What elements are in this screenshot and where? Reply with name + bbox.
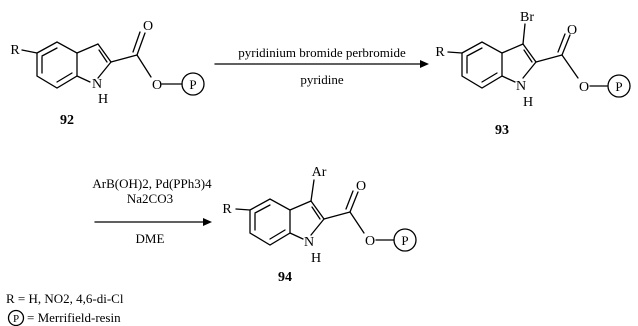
hydrogen-label-92: H	[98, 92, 108, 107]
aryl-label-94: Ar	[312, 165, 327, 180]
legend-p-symbol: P	[13, 313, 19, 325]
carbonyl-oxygen-94: O	[356, 179, 366, 194]
ester-oxygen-92: O	[152, 78, 162, 93]
resin-circle-icon	[607, 74, 631, 98]
compound-number-92: 92	[60, 113, 74, 128]
nitrogen-label-93: N	[516, 79, 526, 94]
carbonyl-oxygen-93: O	[567, 23, 577, 38]
compound-number-93: 93	[495, 123, 509, 138]
ester-oxygen-93: O	[579, 80, 589, 95]
step2-reagent-below: DME	[136, 231, 165, 246]
compound-93: R Br N H O O P 93	[435, 10, 631, 138]
hydrogen-label-94: H	[311, 251, 321, 266]
substituent-r-94: R	[222, 202, 232, 217]
step2-reagent-line2: Na2CO3	[127, 191, 173, 206]
compound-number-94: 94	[278, 270, 292, 285]
reaction-arrow-step2	[94, 218, 212, 226]
legend-r-definition: R = H, NO2, 4,6-di-Cl	[6, 291, 124, 306]
bromo-label-93: Br	[520, 10, 534, 25]
legend-p-definition: = Merrifield-resin	[27, 310, 121, 325]
resin-circle-icon	[181, 72, 205, 96]
resin-label-92: P	[189, 77, 196, 92]
compound-92: R N H O O P 92	[10, 19, 205, 128]
reaction-arrow-step1	[214, 60, 429, 68]
compound-93-bonds	[447, 23, 631, 98]
resin-label-93: P	[615, 79, 622, 94]
step1-reagent-below: pyridine	[300, 72, 344, 87]
substituent-r-93: R	[435, 45, 445, 60]
nitrogen-label-92: N	[92, 77, 102, 92]
hydrogen-label-93: H	[523, 95, 533, 110]
carbonyl-oxygen-92: O	[143, 19, 153, 34]
compound-94: R Ar N H O O P 94	[222, 165, 417, 285]
compound-94-bonds	[235, 179, 417, 252]
resin-label-94: P	[401, 233, 408, 248]
substituent-r-92: R	[10, 43, 20, 58]
step1-reagent-above: pyridinium bromide perbromide	[238, 45, 406, 60]
nitrogen-label-94: N	[304, 235, 314, 250]
step2-reagent-line1: ArB(OH)2, Pd(PPh3)4	[92, 176, 212, 191]
resin-circle-icon	[393, 228, 417, 252]
legend: R = H, NO2, 4,6-di-Cl P = Merrifield-res…	[6, 291, 124, 326]
compound-92-bonds	[21, 31, 205, 96]
ester-oxygen-94: O	[365, 234, 375, 249]
